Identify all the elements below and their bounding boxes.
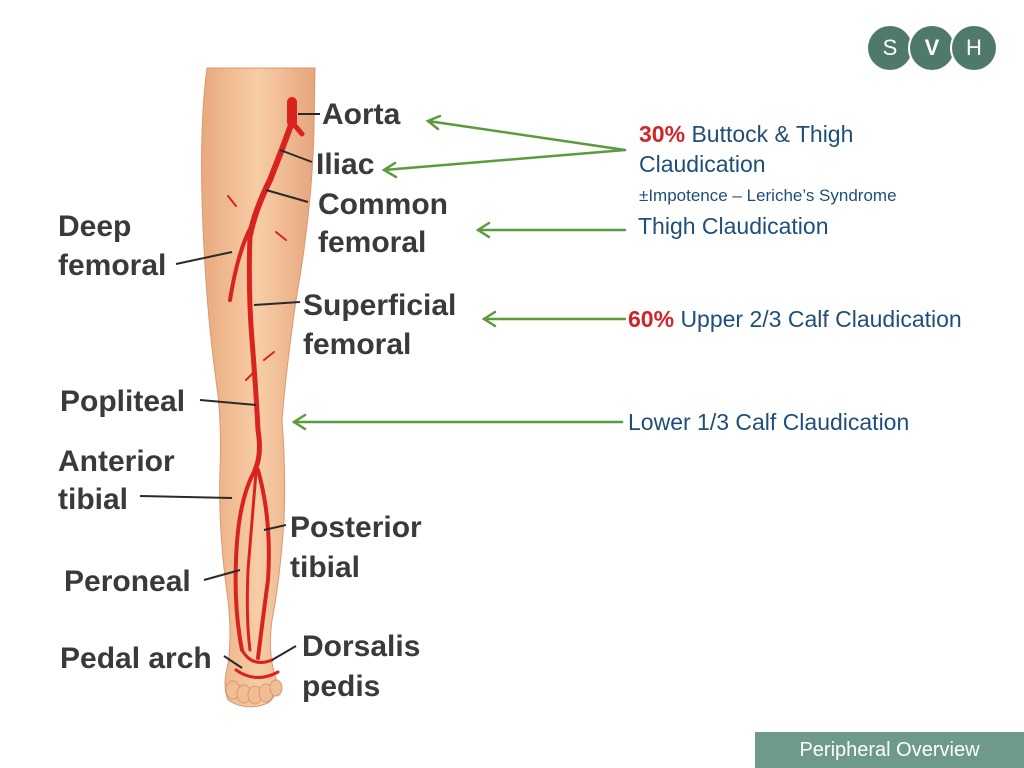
label-anterior-tibial-line2: tibial (58, 483, 128, 516)
note-superficial-femoral: 60% Upper 2/3 Calf Claudication (628, 304, 962, 334)
label-deep-femoral-line1: Deep (58, 210, 131, 243)
dorsalis-pedis-vessel (240, 648, 274, 664)
toes (225, 679, 283, 705)
peroneal-vessel (245, 470, 258, 652)
anterior-tibial-vessel (233, 468, 257, 652)
claudication-arrows (291, 114, 627, 431)
arrow-to-superficial-femoral (481, 310, 627, 328)
note-tibial: Lower 1/3 Calf Claudication (628, 409, 910, 435)
percent-60: 60% (628, 306, 675, 332)
iliac-main-vessel (247, 119, 295, 238)
posterior-tibial-vessel (256, 468, 271, 660)
arrow-to-popliteal (291, 413, 624, 431)
note-aortoiliac-line2: Claudication (639, 151, 766, 177)
logo-letter-h: H (952, 26, 996, 70)
arrow-to-aorta (425, 114, 627, 152)
superficial-femoral-vessel (246, 232, 262, 473)
footer-section-label: Peripheral Overview (755, 732, 1024, 768)
small-branches (227, 195, 287, 381)
label-anterior-tibial-line1: Anterior (58, 445, 175, 478)
label-dorsalis-pedis-line1: Dorsalis (302, 630, 420, 663)
label-deep-femoral-line2: femoral (58, 249, 166, 282)
logo-letter-v: V (910, 26, 954, 70)
note-common-femoral: Thigh Claudication (638, 213, 829, 239)
logo-letter-s: S (868, 26, 912, 70)
label-common-femoral-line2: femoral (318, 226, 426, 259)
label-leaders (139, 113, 320, 669)
label-posterior-tibial-line2: tibial (290, 551, 360, 584)
anatomy-labels: Aorta Iliac Common femoral Deep femoral … (58, 98, 456, 703)
arrow-to-common-femoral (475, 221, 627, 239)
percent-30: 30% (639, 121, 686, 147)
label-peroneal: Peroneal (64, 565, 191, 598)
note-aortoiliac-line1: 30% Buttock & Thigh (639, 119, 897, 149)
label-iliac: Iliac (316, 148, 374, 181)
label-dorsalis-pedis-line2: pedis (302, 670, 380, 703)
label-superficial-femoral-line1: Superficial (303, 289, 456, 322)
svh-logo: S V H (868, 26, 998, 70)
deep-femoral-vessel (228, 223, 254, 302)
note-leriche: ±Impotence – Leriche’s Syndrome (639, 186, 897, 205)
artery-network (227, 97, 305, 679)
leg-silhouette (201, 67, 316, 708)
note-superficial-femoral-text: Upper 2/3 Calf Claudication (680, 306, 962, 332)
label-pedal-arch: Pedal arch (60, 642, 212, 675)
label-common-femoral-line1: Common (318, 188, 448, 221)
label-aorta: Aorta (322, 98, 401, 131)
label-superficial-femoral-line2: femoral (303, 328, 411, 361)
arrow-to-iliac (381, 148, 627, 179)
note-aortoiliac: 30% Buttock & Thigh Claudication ±Impote… (639, 119, 897, 211)
label-posterior-tibial-line1: Posterior (290, 511, 422, 544)
pedal-arch-vessel (234, 668, 280, 679)
label-popliteal: Popliteal (60, 385, 185, 418)
note-aortoiliac-text1: Buttock & Thigh (691, 121, 854, 147)
